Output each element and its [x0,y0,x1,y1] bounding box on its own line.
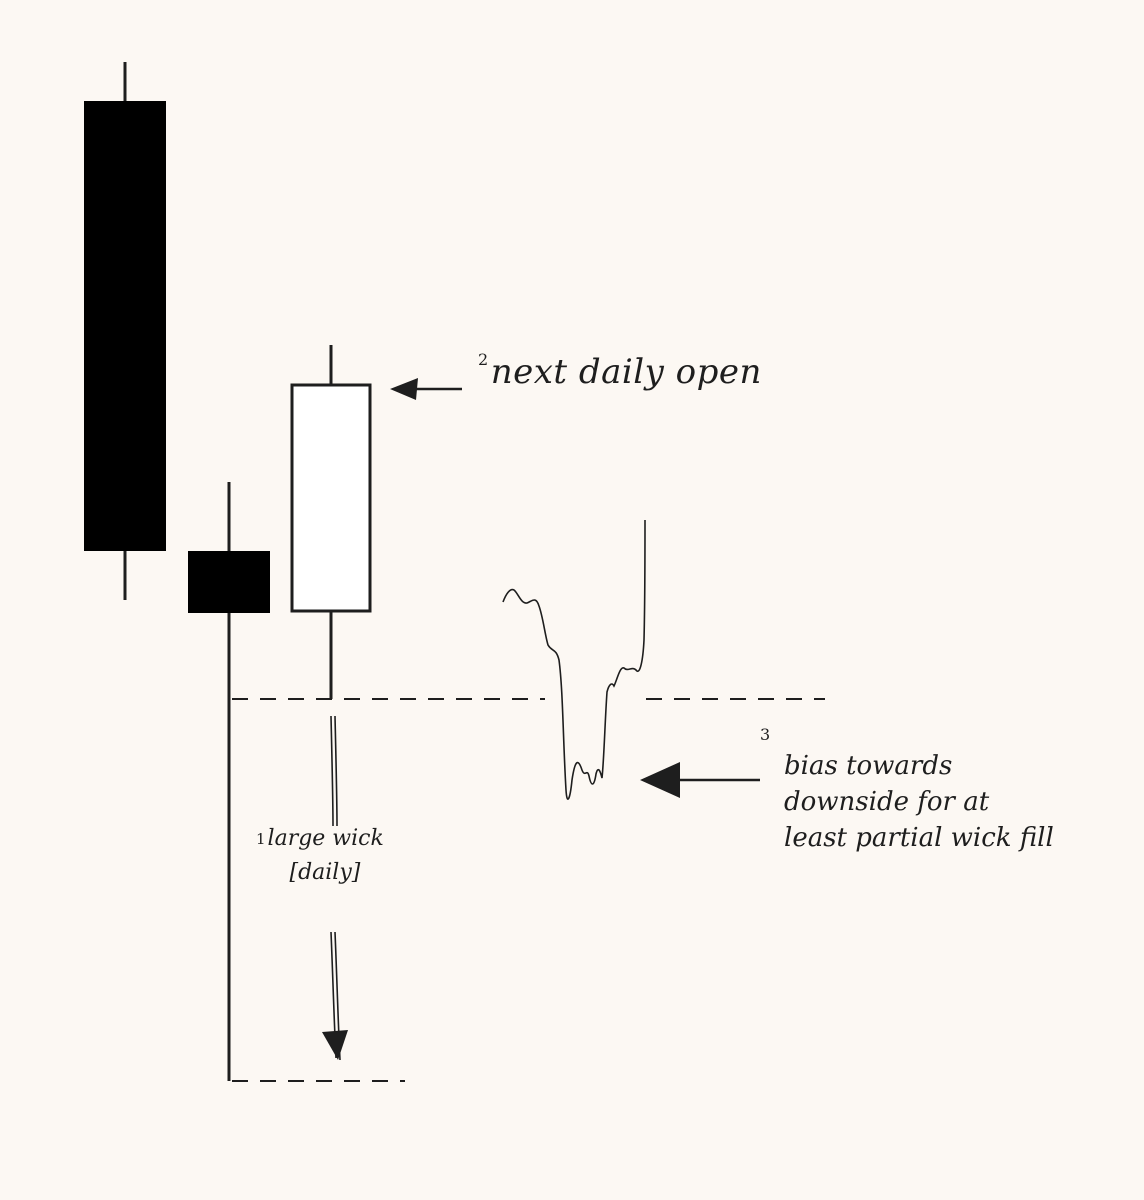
annotation-large-wick: 1large wick [daily] [256,822,384,890]
annotation-text: large wick [267,826,384,851]
open-arrowhead [390,378,418,400]
annotation-number: 2 [478,350,489,369]
price-action-line [502,519,646,800]
annotation-number: 3 [760,725,771,744]
annotation-number: 1 [256,830,266,848]
candle-3-body [290,383,372,613]
annotation-text: next daily open [490,352,762,392]
annotation-next-daily-open: 2next daily open [478,350,762,392]
annotation-text: least partial wick fill [784,823,1054,853]
candle-1-body [84,101,166,551]
wick-down-arrowhead [322,1030,348,1060]
annotation-bias-downside: 3 bias towards downside for at least par… [760,722,1054,856]
annotation-text: [daily] [289,860,361,885]
annotation-text: downside for at [784,787,990,817]
annotation-text: bias towards [784,751,953,781]
bias-arrowhead [640,762,680,798]
candle-2-body [188,551,270,613]
